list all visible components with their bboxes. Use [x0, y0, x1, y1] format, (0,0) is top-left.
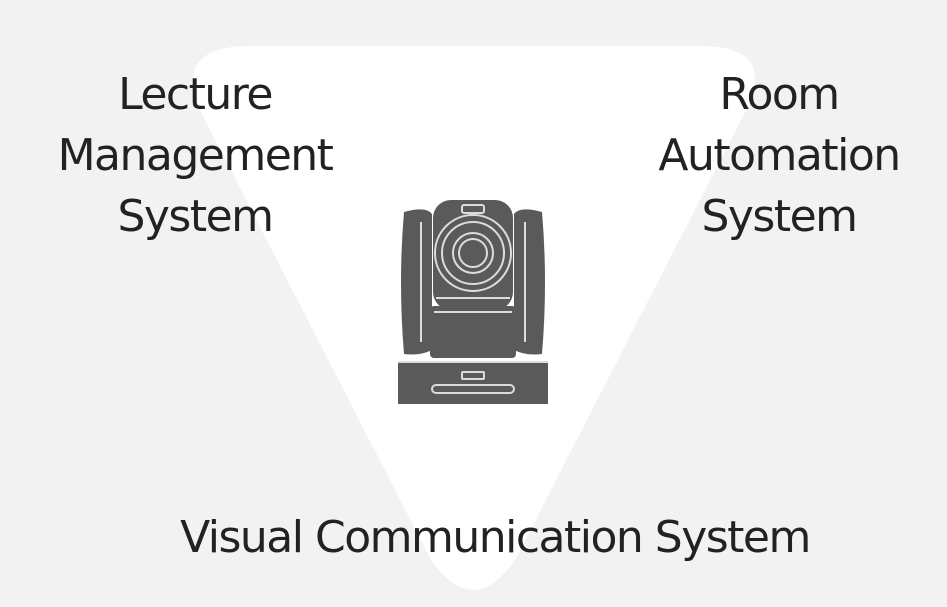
room-line-1: Room — [719, 69, 840, 120]
room-automation-system-label: Room Automation System — [640, 64, 918, 247]
lecture-management-system-label: Lecture Management System — [40, 64, 350, 247]
visual-communication-system-label: Visual Communication System — [180, 512, 811, 563]
lecture-line-1: Lecture — [118, 69, 273, 120]
room-line-3: System — [701, 191, 858, 242]
room-line-2: Automation — [658, 130, 901, 181]
camera-details — [398, 204, 548, 394]
lecture-line-3: System — [117, 191, 274, 242]
lens-outer-icon — [434, 214, 512, 292]
lens-inner-icon — [452, 232, 494, 274]
lecture-line-2: Management — [57, 130, 334, 181]
